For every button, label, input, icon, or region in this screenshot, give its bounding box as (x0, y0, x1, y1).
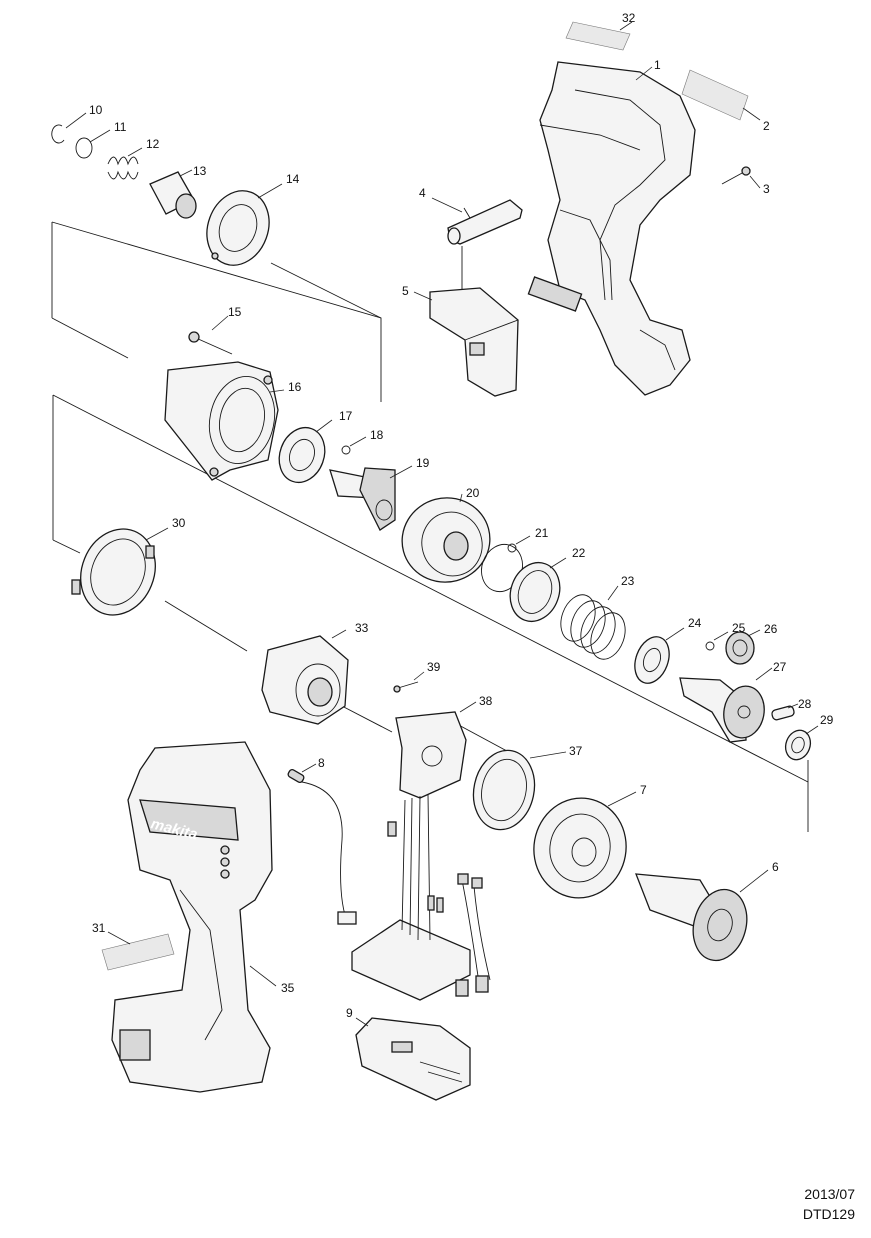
callout-19: 19 (416, 456, 430, 470)
callout-24: 24 (688, 616, 702, 630)
callout-22: 22 (572, 546, 586, 560)
part-28-pin (771, 703, 799, 721)
part-39-screw (393, 671, 425, 693)
part-12-spring (107, 147, 143, 180)
part-15-screw (188, 315, 233, 355)
callout-13: 13 (193, 164, 207, 178)
callout-30: 30 (172, 516, 186, 530)
callout-5: 5 (402, 284, 409, 298)
revision-date: 2013/07 (804, 1186, 855, 1202)
part-38-control-plate (395, 701, 477, 799)
callout-37: 37 (569, 744, 583, 758)
part-6-rotor (635, 869, 769, 962)
callout-6: 6 (772, 860, 779, 874)
part-27-spindle (679, 667, 773, 743)
part-14-cap (206, 183, 283, 266)
part-20-hammer (401, 493, 491, 583)
part-35-housing: makita (111, 741, 277, 1093)
part-5-switch (413, 287, 519, 397)
callout-17: 17 (339, 409, 353, 423)
part-3-screw (721, 166, 761, 189)
callout-25: 25 (732, 621, 746, 635)
callout-31: 31 (92, 921, 106, 935)
callout-39: 39 (427, 660, 441, 674)
part-33-front-cover (261, 629, 349, 725)
callout-9: 9 (346, 1006, 353, 1020)
part-7-stator (533, 791, 637, 899)
part-26-planet-gear (725, 629, 761, 665)
callout-4: 4 (419, 186, 426, 200)
part-19-anvil (329, 465, 413, 531)
part-25-steel-ball (705, 631, 729, 651)
part-24-washer (634, 627, 685, 684)
callout-33: 33 (355, 621, 369, 635)
model-number: DTD129 (802, 1206, 855, 1222)
callout-35: 35 (281, 981, 295, 995)
part-13-sleeve (149, 169, 197, 219)
part-11-washer (75, 129, 111, 159)
part-37-ring (472, 749, 567, 831)
part-29-washer (784, 725, 819, 761)
callout-20: 20 (466, 486, 480, 500)
part-17-washer (278, 419, 333, 484)
callout-14: 14 (286, 172, 300, 186)
callout-15: 15 (228, 305, 242, 319)
part-18-steel-ball (341, 436, 367, 455)
controller-board-assembly (351, 793, 491, 1001)
callout-27: 27 (773, 660, 787, 674)
callout-8: 8 (318, 756, 325, 770)
part-16-hammer-case (164, 361, 285, 481)
part-31-label (101, 931, 175, 971)
part-2-label (681, 69, 761, 121)
callout-23: 23 (621, 574, 635, 588)
callout-32: 32 (622, 11, 636, 25)
part-9-battery-terminal (355, 1017, 471, 1101)
callout-38: 38 (479, 694, 493, 708)
callout-3: 3 (763, 182, 770, 196)
callout-11: 11 (114, 120, 127, 134)
callout-18: 18 (370, 428, 384, 442)
part-23-compression-spring (560, 585, 626, 660)
part-1-housing-half (527, 61, 696, 396)
callout-29: 29 (820, 713, 834, 727)
part-32-label (565, 21, 633, 51)
callout-numbers: 1 2 3 4 5 6 7 8 9 10 11 12 13 14 15 16 1… (89, 11, 834, 1020)
callout-10: 10 (89, 103, 103, 117)
part-10-retaining-ring (51, 112, 87, 144)
callout-28: 28 (798, 697, 812, 711)
part-4-switch-lever (431, 197, 523, 292)
part-21-steel-ball (481, 535, 531, 593)
callout-16: 16 (288, 380, 302, 394)
callout-1: 1 (654, 58, 661, 72)
part-8-wire-assembly (287, 763, 357, 925)
part-22-flat-washer (509, 557, 567, 623)
part-30-bumper-ring (71, 527, 169, 616)
callout-7: 7 (640, 783, 647, 797)
callout-26: 26 (764, 622, 778, 636)
callout-21: 21 (535, 526, 549, 540)
callout-12: 12 (146, 137, 160, 151)
callout-2: 2 (763, 119, 770, 133)
